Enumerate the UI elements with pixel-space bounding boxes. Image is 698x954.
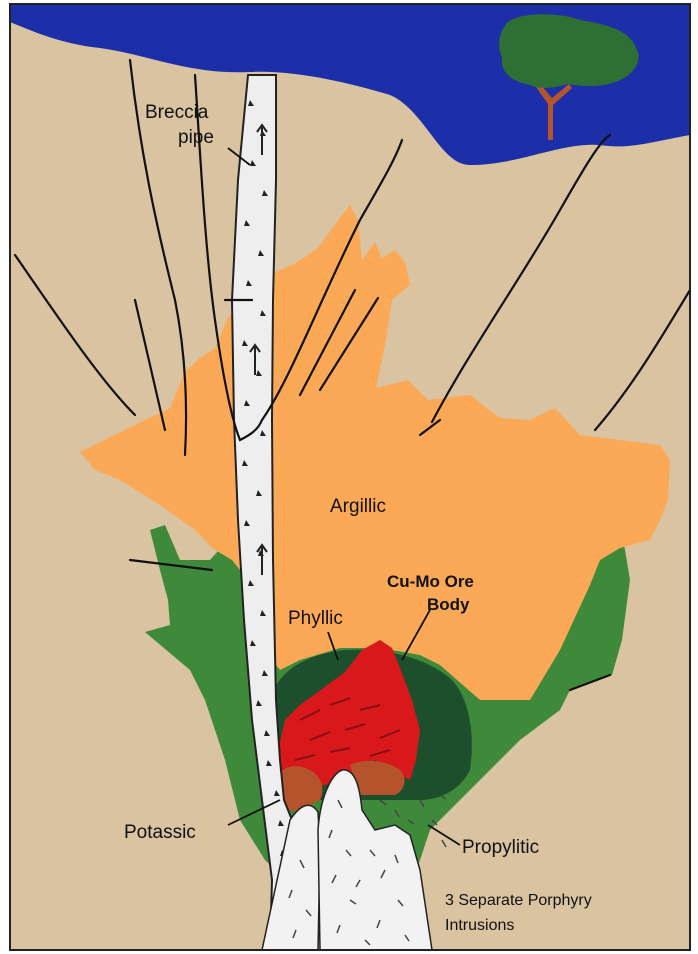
label-phyllic: Phyllic <box>288 608 343 629</box>
label-ore-body-line1: Cu-Mo Ore <box>387 572 474 591</box>
label-argillic: Argillic <box>330 496 386 517</box>
label-breccia-line1: Breccia <box>145 102 209 123</box>
label-intrusions-line1: 3 Separate Porphyry <box>445 892 592 909</box>
label-intrusions-line2: Intrusions <box>445 917 514 934</box>
label-breccia-line2: pipe <box>178 127 214 148</box>
label-potassic: Potassic <box>124 822 196 843</box>
label-propylitic: Propylitic <box>462 837 539 858</box>
label-ore-body-line2: Body <box>427 595 470 614</box>
